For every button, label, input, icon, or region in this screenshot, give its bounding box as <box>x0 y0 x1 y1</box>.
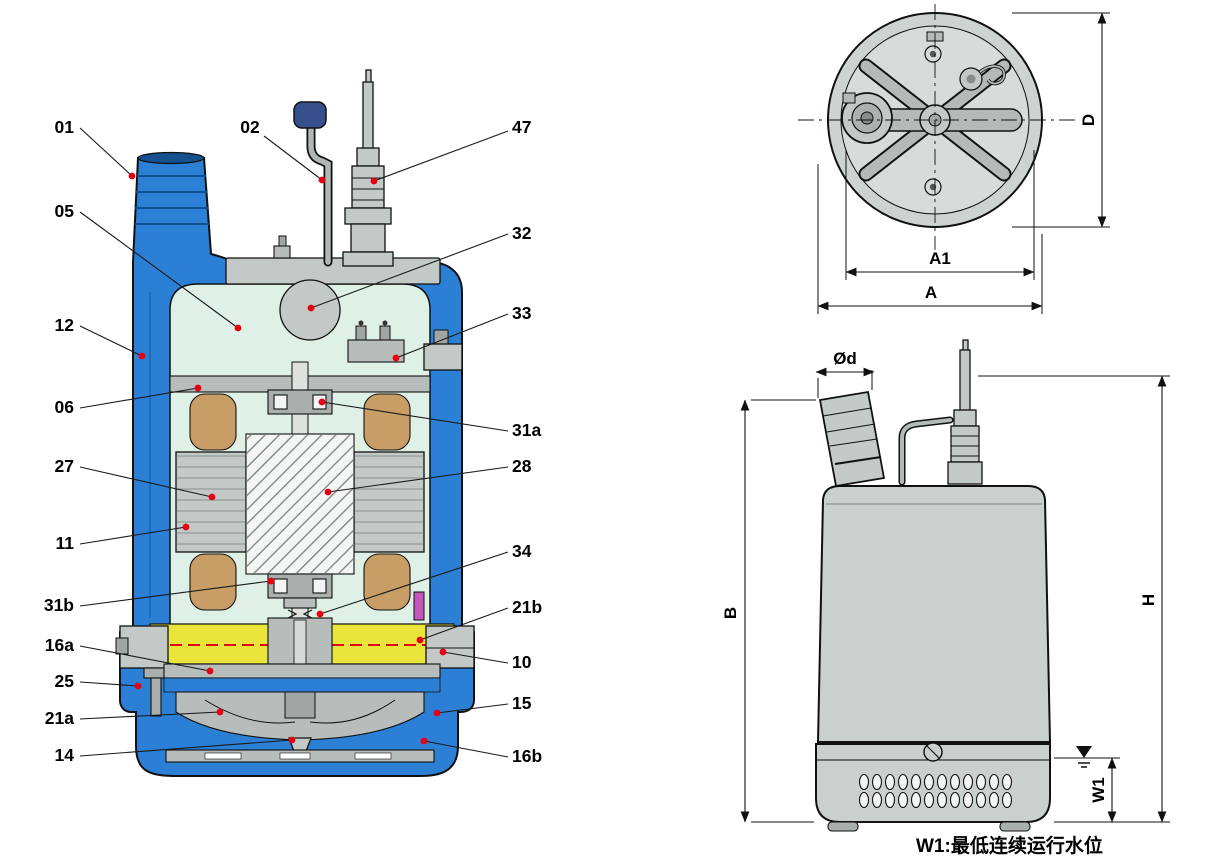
dim-label-Od: Ød <box>833 349 857 368</box>
water-passage <box>163 677 441 693</box>
callout-32: 32 <box>307 223 532 312</box>
callout-21b: 21b <box>416 597 542 644</box>
dim-label-B: B <box>721 607 740 619</box>
top-view-dimensions: D A1 A <box>817 12 1110 314</box>
side-view-discharge-pipe <box>818 390 886 488</box>
stator-core <box>175 451 425 553</box>
water-level-symbol <box>1076 746 1092 768</box>
callout-06: 06 <box>55 384 202 417</box>
handle-grip <box>293 101 327 129</box>
callout-14: 14 <box>55 736 296 765</box>
callout-25: 25 <box>55 671 142 691</box>
top-view: D A1 A <box>798 4 1110 314</box>
callout-label-12: 12 <box>55 315 75 335</box>
side-view-cable-gland <box>947 339 983 485</box>
cross-section-view: 01 02 47 05 32 12 <box>44 69 542 777</box>
dim-label-H: H <box>1139 594 1158 606</box>
suction-cover <box>165 749 435 763</box>
power-cable-gland <box>342 69 394 267</box>
strainer-slots <box>858 773 1013 809</box>
callout-label-15: 15 <box>512 693 532 713</box>
top-view-discharge-elbow <box>841 92 893 144</box>
callout-47: 47 <box>370 117 531 185</box>
stator-winding-ends <box>189 393 411 611</box>
diffuser-plate <box>163 663 441 679</box>
top-cover-plate <box>225 235 441 285</box>
callout-12: 12 <box>55 315 146 360</box>
callout-label-27: 27 <box>55 456 74 476</box>
callout-34: 34 <box>316 541 532 618</box>
dim-label-W1: W1 <box>1089 777 1108 803</box>
lower-bearing <box>267 573 333 599</box>
note-w1-minimum-water-level: W1:最低连续运行水位 <box>916 834 1103 857</box>
callout-label-14: 14 <box>55 745 75 765</box>
callout-label-02: 02 <box>240 117 260 137</box>
dim-label-A1: A1 <box>929 249 951 268</box>
pump-foot-left <box>827 821 859 832</box>
dim-label-D: D <box>1079 114 1098 126</box>
dim-label-A: A <box>925 283 937 302</box>
rotor <box>245 433 355 575</box>
callout-11: 11 <box>56 523 190 553</box>
discharge-outlet-opening <box>137 151 205 165</box>
callout-label-16a: 16a <box>45 635 74 655</box>
callout-28: 28 <box>324 456 532 496</box>
callout-label-31a: 31a <box>512 420 541 440</box>
callout-31a: 31a <box>318 398 541 440</box>
callout-label-10: 10 <box>512 652 532 672</box>
callout-02: 02 <box>240 117 326 184</box>
pump-foot-right <box>999 821 1031 832</box>
callout-label-16b: 16b <box>512 746 542 766</box>
seal-ring <box>413 591 425 621</box>
casing-flange-right <box>425 625 475 669</box>
casing-wall-fitting <box>423 329 463 371</box>
carrying-handle <box>293 101 333 267</box>
callout-16b: 16b <box>420 737 542 766</box>
hose-barb-ridges <box>135 175 209 225</box>
callouts: 01 02 47 05 32 12 <box>44 117 542 766</box>
callout-label-33: 33 <box>512 303 532 323</box>
callout-10: 10 <box>439 648 532 672</box>
callout-21a: 21a <box>45 708 224 728</box>
side-view-body <box>816 485 1052 743</box>
callout-label-34: 34 <box>512 541 532 561</box>
callout-label-25: 25 <box>55 671 75 691</box>
callout-label-47: 47 <box>512 117 531 137</box>
side-view-dimensions: Ød B H W1 <box>721 349 1170 823</box>
callout-27: 27 <box>55 456 216 501</box>
callout-label-32: 32 <box>512 223 532 243</box>
callout-05: 05 <box>55 201 242 332</box>
top-view-cable-gland <box>959 64 1006 91</box>
callout-label-21a: 21a <box>45 708 74 728</box>
callout-16a: 16a <box>45 635 214 675</box>
callout-label-06: 06 <box>55 397 75 417</box>
side-view: Ød B H W1 W1:最低连续运行水位 <box>721 339 1170 857</box>
side-view-strainer <box>815 742 1051 832</box>
callout-label-11: 11 <box>56 533 75 553</box>
callout-label-28: 28 <box>512 456 532 476</box>
impeller <box>175 691 425 741</box>
callout-label-01: 01 <box>55 117 75 137</box>
callout-01: 01 <box>55 117 136 180</box>
callout-31b: 31b <box>44 577 275 615</box>
callout-label-21b: 21b <box>512 597 542 617</box>
callout-label-31b: 31b <box>44 595 74 615</box>
terminal-block <box>347 320 405 363</box>
side-view-handle <box>898 416 954 486</box>
callout-label-05: 05 <box>55 201 75 221</box>
callout-33: 33 <box>392 303 532 362</box>
callout-15: 15 <box>433 693 532 717</box>
